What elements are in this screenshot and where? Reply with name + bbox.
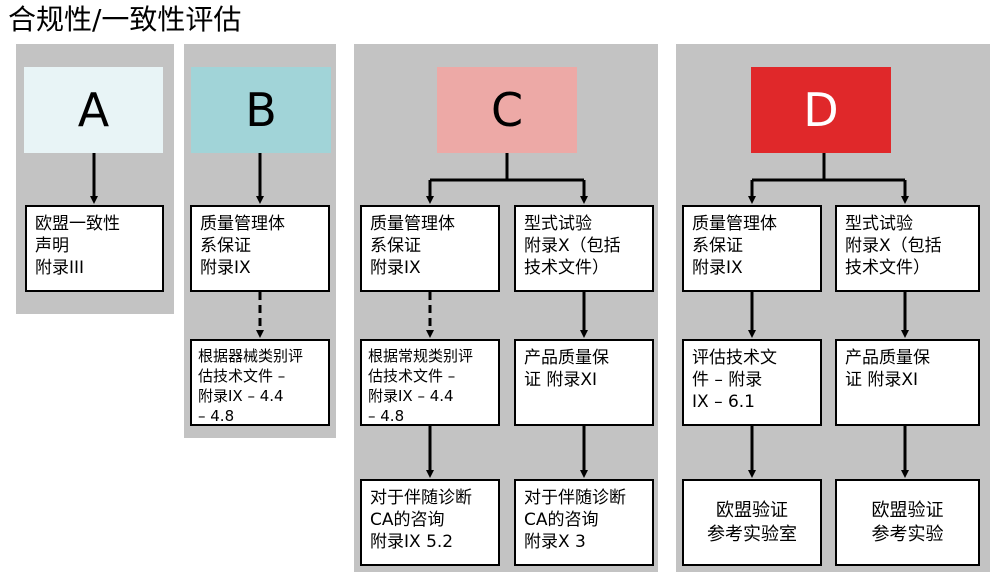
header-d: D (751, 67, 891, 153)
page-title: 合规性/一致性评估 (8, 3, 242, 36)
header-b: B (191, 67, 331, 153)
box-a-declaration: 欧盟一致性 声明 附录III (25, 205, 164, 292)
header-c: C (437, 67, 577, 153)
box-b-qms: 质量管理体 系保证 附录IX (190, 205, 330, 292)
box-d-eu-lab-right: 欧盟验证 参考实验 (835, 479, 980, 566)
box-c-qms: 质量管理体 系保证 附录IX (360, 205, 500, 292)
box-d-techdoc: 评估技术文 件 – 附录 IX – 6.1 (682, 339, 822, 426)
box-c-ca-consult-left: 对于伴随诊断 CA的咨询 附录IX 5.2 (360, 479, 500, 566)
header-a: A (24, 67, 163, 153)
box-b-techdoc: 根据器械类别评 估技术文件 – 附录IX – 4.4 – 4.8 (190, 339, 330, 426)
box-d-eu-lab-left: 欧盟验证 参考实验室 (682, 479, 822, 566)
box-c-techdoc: 根据常规类别评 估技术文件 – 附录IX – 4.4 – 4.8 (360, 339, 500, 426)
box-c-product-qa: 产品质量保 证 附录XI (514, 339, 654, 426)
box-c-ca-consult-right: 对于伴随诊断 CA的咨询 附录X 3 (514, 479, 654, 566)
box-d-product-qa: 产品质量保 证 附录XI (835, 339, 980, 426)
box-c-type-test: 型式试验 附录X（包括 技术文件） (514, 205, 654, 292)
box-d-type-test: 型式试验 附录X（包括 技术文件） (835, 205, 980, 292)
box-d-qms: 质量管理体 系保证 附录IX (682, 205, 822, 292)
